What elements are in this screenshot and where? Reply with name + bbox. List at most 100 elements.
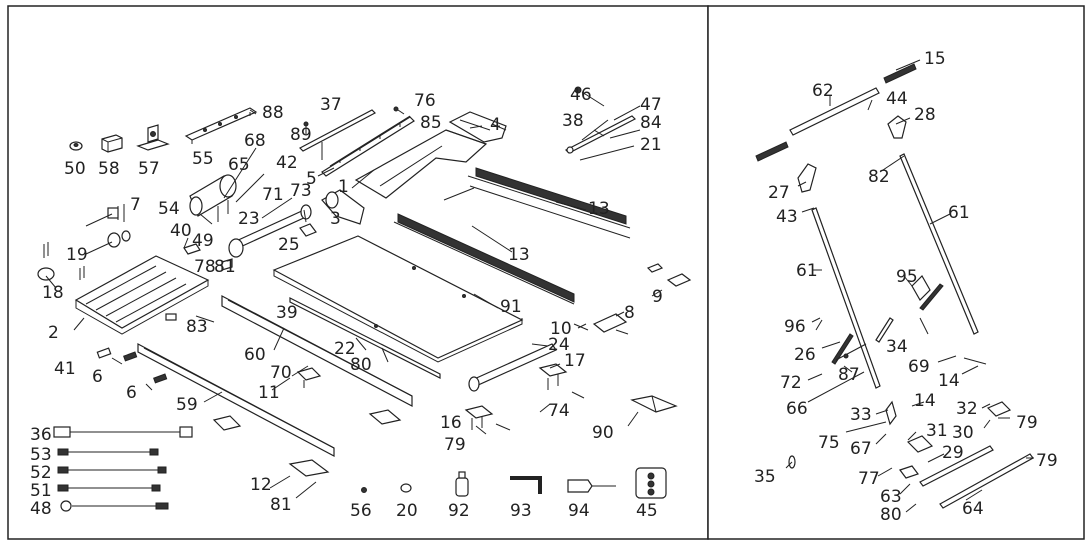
label-59: 59 (176, 395, 198, 415)
part-50-nut (69, 141, 83, 151)
label-48: 48 (30, 499, 52, 519)
label-66: 66 (786, 399, 808, 419)
label-26: 26 (794, 345, 816, 365)
part-92-bottle (455, 471, 469, 497)
part-87-bolt (835, 343, 867, 361)
part-51-cable (57, 484, 161, 492)
part-94-wrench (567, 479, 616, 493)
part-90-manual (630, 395, 678, 413)
label-35: 35 (754, 467, 776, 487)
label-8: 8 (624, 303, 635, 323)
part-47-rod (564, 115, 637, 154)
leader-lines-right (785, 59, 1034, 513)
part-41-pin (96, 347, 112, 359)
part-53-cable (57, 448, 159, 456)
part-34-bracket-a (919, 283, 944, 311)
part-49-bracket (183, 243, 201, 255)
label-92: 92 (448, 501, 470, 521)
label-61-right: 61 (948, 203, 970, 223)
part-54-motor (189, 174, 237, 225)
part-29-rail (919, 445, 994, 487)
label-63: 63 (880, 487, 902, 507)
part-89-screw (303, 121, 309, 134)
part-23-roller (228, 204, 312, 258)
label-43: 43 (776, 207, 798, 227)
label-72: 72 (780, 373, 802, 393)
label-3: 3 (330, 209, 341, 229)
label-22: 22 (334, 339, 356, 359)
label-17: 17 (564, 351, 586, 371)
part-96-pin (815, 319, 823, 331)
part-39-deck (272, 235, 524, 363)
label-87: 87 (838, 365, 860, 385)
label-83: 83 (186, 317, 208, 337)
label-54: 54 (158, 199, 180, 219)
part-93-hex-key (510, 476, 542, 494)
label-61-left: 61 (796, 261, 818, 281)
part-26-bracket (831, 333, 854, 365)
label-81-lower: 81 (270, 495, 292, 515)
part-42-rod (299, 109, 376, 152)
right-panel-frame (707, 5, 1085, 540)
part-45-safety-key (635, 467, 667, 499)
callout-labels: 50 58 57 55 88 37 76 89 4 85 68 65 42 5 … (30, 49, 1058, 525)
part-6-pad-b (153, 373, 168, 384)
label-14-lower: 14 (914, 391, 936, 411)
label-62: 62 (812, 81, 834, 101)
part-78-block (221, 258, 233, 271)
label-4: 4 (490, 115, 501, 135)
part-2-tray (74, 255, 210, 335)
label-25: 25 (278, 235, 300, 255)
part-76-screw (393, 106, 405, 115)
label-79-left: 79 (444, 435, 466, 455)
label-23: 23 (238, 209, 260, 229)
label-81-upper: 81 (214, 257, 236, 277)
part-74-bolt (571, 391, 585, 399)
part-12-foot (288, 459, 330, 477)
part-3-pulley-bracket (321, 189, 365, 225)
part-16-bracket (464, 405, 511, 431)
label-31: 31 (926, 421, 948, 441)
label-29: 29 (942, 443, 964, 463)
label-94: 94 (568, 501, 590, 521)
part-62-handrail (789, 87, 880, 136)
label-6-b: 6 (126, 383, 137, 403)
label-95: 95 (896, 267, 918, 287)
part-15-grip-right (883, 63, 917, 84)
label-40: 40 (170, 221, 192, 241)
part-69-bolt (963, 357, 987, 365)
part-25-clip (299, 223, 317, 237)
label-68: 68 (244, 131, 266, 151)
label-10: 10 (550, 319, 572, 339)
part-24-rear-roller (468, 343, 557, 392)
part-60-frame-rail (221, 295, 413, 407)
part-85-rail (321, 115, 415, 177)
label-24: 24 (548, 335, 570, 355)
part-32-bracket (986, 401, 1012, 417)
label-82: 82 (868, 167, 890, 187)
label-47: 47 (640, 95, 662, 115)
label-27: 27 (768, 183, 790, 203)
part-31-bracket (906, 435, 934, 453)
part-15-grip-left (755, 141, 789, 162)
label-79-right-lower: 79 (1036, 451, 1058, 471)
label-15: 15 (924, 49, 946, 69)
label-80-left: 80 (350, 355, 372, 375)
part-46-nut (574, 86, 582, 94)
label-14-upper: 14 (938, 371, 960, 391)
label-44: 44 (886, 89, 908, 109)
label-76: 76 (414, 91, 436, 111)
part-7-knob (107, 204, 125, 222)
part-1-motor-cover (354, 129, 488, 199)
part-9-bracket (646, 263, 692, 287)
label-6-a: 6 (92, 367, 103, 387)
label-11: 11 (258, 383, 280, 403)
label-78: 78 (194, 257, 216, 277)
part-52-cable (57, 466, 167, 474)
label-69: 69 (908, 357, 930, 377)
label-53: 53 (30, 445, 52, 465)
label-16: 16 (440, 413, 462, 433)
leader-lines-left (45, 91, 663, 499)
label-58: 58 (98, 159, 120, 179)
label-39: 39 (276, 303, 298, 323)
